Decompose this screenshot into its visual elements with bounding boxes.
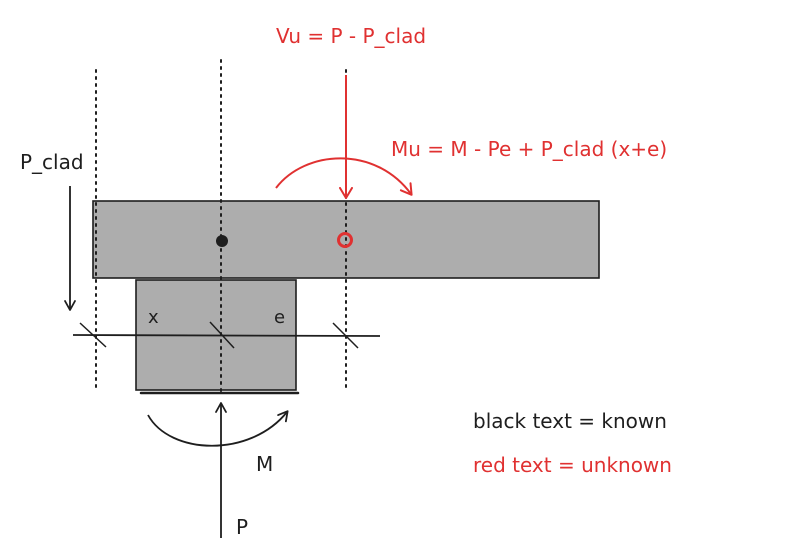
legend-unknown: red text = unknown	[473, 453, 672, 477]
e-dimension-label: e	[274, 307, 285, 328]
m-moment-arc	[147, 410, 289, 447]
p-axial-label: P	[236, 515, 248, 539]
dimension-tick-right	[332, 322, 359, 349]
m-moment-label: M	[256, 452, 273, 476]
p-clad-label: P_clad	[20, 150, 84, 174]
mu-equation-label: Mu = M - Pe + P_clad (x+e)	[391, 137, 667, 161]
column-centroid-dot	[216, 235, 228, 247]
x-dimension-label: x	[148, 307, 159, 328]
mu-moment-arc	[275, 157, 413, 196]
vu-equation-label: Vu = P - P_clad	[276, 24, 426, 48]
cladding-load-point	[337, 232, 353, 248]
dimension-line	[72, 334, 381, 337]
legend-known: black text = known	[473, 409, 667, 433]
dimension-tick-center	[209, 321, 235, 349]
dimension-tick-left	[79, 322, 107, 348]
